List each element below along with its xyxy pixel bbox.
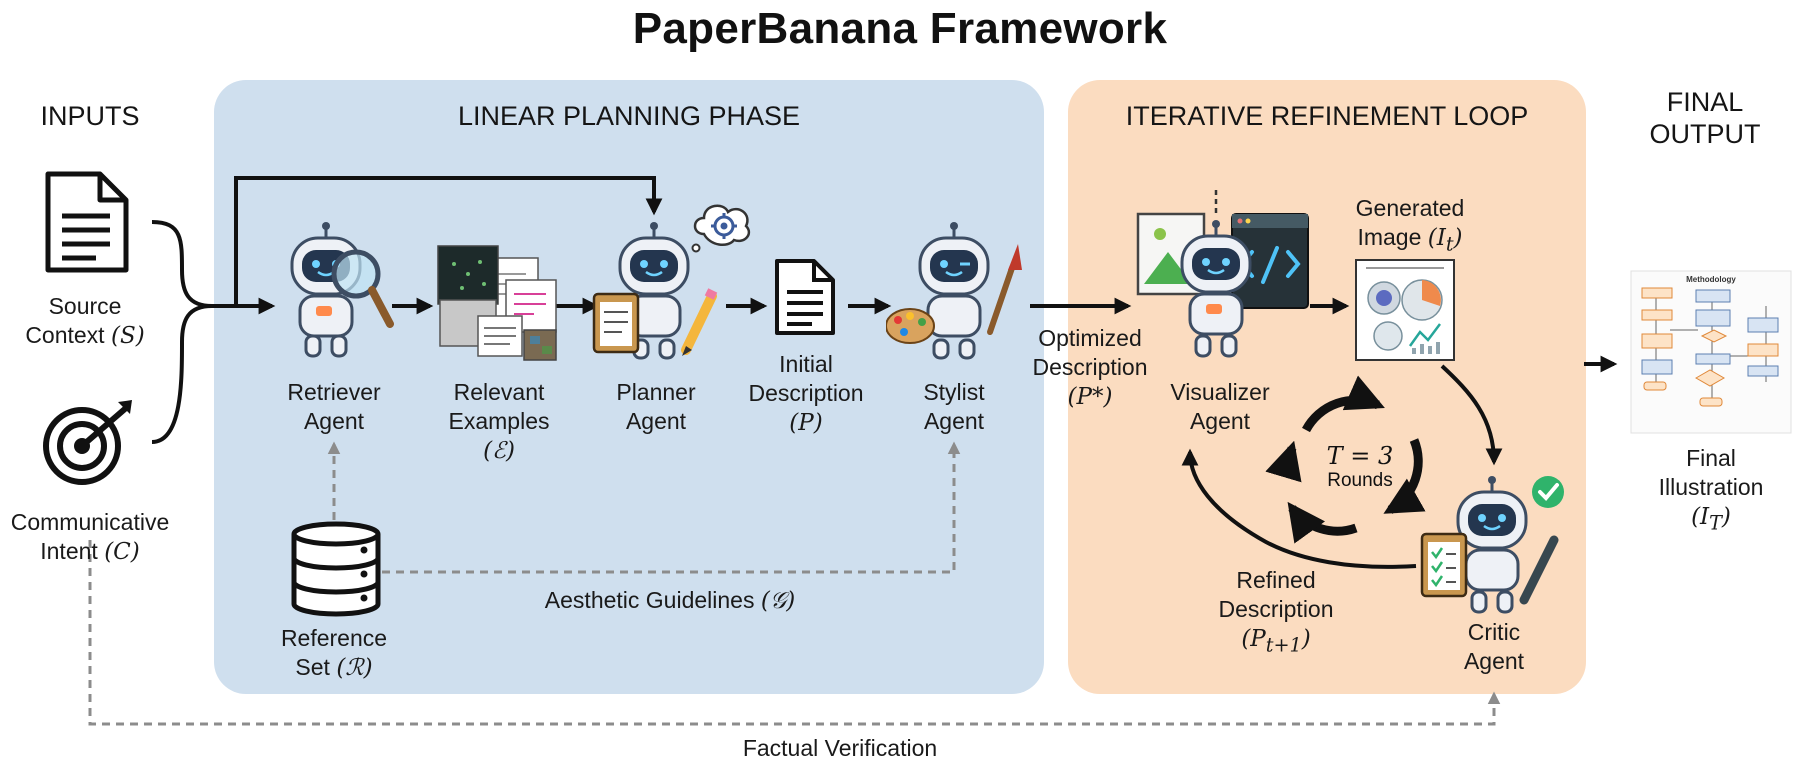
factual-verification-label: Factual Verification: [742, 735, 938, 761]
critic-robot-icon: [1420, 476, 1564, 614]
stylist-robot-icon: [886, 222, 1022, 360]
stylist-agent-label: Stylist Agent: [923, 379, 985, 434]
planner-agent-label: Planner Agent: [616, 379, 696, 434]
page-title: PaperBanana Framework: [632, 4, 1168, 53]
refined-description-label: Refined Description (Pt+1): [1218, 567, 1334, 657]
communicative-intent-label: Communicative Intent (C): [10, 509, 170, 565]
rounds-cycle-icon: [1265, 375, 1426, 544]
input-brace: [151, 220, 213, 444]
arrow-bypass-to-planner: [234, 176, 663, 306]
dashed-factual-verification: [88, 540, 1501, 726]
arrow-generated-critic: [1440, 364, 1503, 466]
retriever-robot-icon: [290, 222, 394, 358]
initial-description-label: Initial Description (P): [748, 351, 864, 436]
database-icon: [291, 521, 381, 617]
generated-image-label: Generated Image (It): [1355, 195, 1465, 256]
generated-image-thumbnail: [1355, 259, 1455, 361]
initial-description-doc-icon: [775, 259, 835, 335]
target-icon: [43, 400, 132, 485]
refinement-loop-heading: ITERATIVE REFINEMENT LOOP: [1125, 101, 1529, 131]
rounds-label: T = 3 Rounds: [1326, 442, 1394, 491]
aesthetic-guidelines-label: Aesthetic Guidelines (𝒢): [544, 587, 796, 614]
retriever-agent-label: Retriever Agent: [287, 379, 381, 434]
visualizer-agent-label: Visualizer Agent: [1170, 379, 1270, 434]
final-thumbnail-title: Methodology: [1686, 275, 1736, 284]
relevant-examples-label: Relevant Examples (ℰ): [448, 379, 550, 464]
final-illustration-label: Final Illustration (IT): [1658, 445, 1764, 535]
optimized-description-label: Optimized Description (P*): [1032, 325, 1148, 410]
critic-agent-label: Critic Agent: [1463, 619, 1525, 674]
inputs-heading: INPUTS: [40, 101, 140, 131]
examples-stack-icon: [437, 245, 557, 361]
visualizer-robot-icon: [1136, 212, 1309, 358]
reference-set-label: Reference Set (ℛ): [280, 625, 388, 681]
linear-phase-heading: LINEAR PLANNING PHASE: [457, 101, 801, 131]
arrow-critic-visualizer: [1181, 448, 1417, 569]
final-output-heading: FINAL OUTPUT: [1649, 87, 1761, 149]
document-icon: [45, 171, 129, 273]
final-illustration-thumbnail: Methodology: [1630, 270, 1792, 434]
iterative-refinement-panel: [1068, 80, 1586, 694]
planner-robot-icon: [592, 222, 718, 360]
source-context-label: Source Context (S): [25, 293, 145, 349]
gear-thought-icon: [691, 204, 751, 253]
